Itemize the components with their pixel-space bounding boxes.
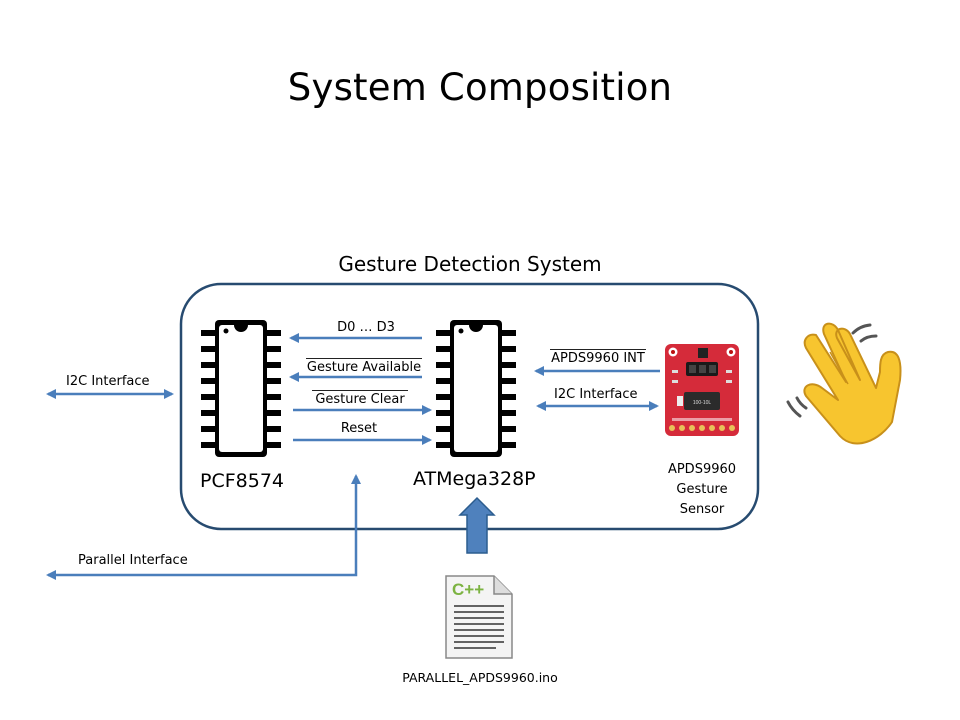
svg-text:100-10L: 100-10L	[693, 400, 712, 406]
reset-label: Reset	[340, 421, 378, 436]
i2c-left-label: I2C Interface	[66, 374, 150, 389]
sensor-label-line1: APDS9960	[667, 462, 737, 477]
i2c-right-label: I2C Interface	[554, 387, 638, 402]
parallel-arrow	[46, 474, 361, 580]
apds-int-label: APDS9960 INT	[550, 349, 646, 366]
waving-hand-icon	[786, 322, 902, 445]
cpp-icon-text: C++	[452, 580, 485, 599]
system-title: Gesture Detection System	[338, 252, 602, 276]
sensor-label-line3: Sensor	[679, 502, 725, 517]
d0-d3-label: D0 … D3	[337, 320, 395, 335]
gesture-clear-label: Gesture Clear	[312, 390, 408, 407]
pcf8574-label: PCF8574	[200, 470, 285, 492]
file-name-label: PARALLEL_APDS9960.ino	[402, 670, 558, 685]
gesture-available-label: Gesture Available	[306, 358, 422, 375]
pcf8574-chip-icon	[201, 320, 281, 457]
atmega328p-label: ATMega328P	[413, 468, 536, 490]
sensor-board-icon: 100-10L	[665, 344, 739, 436]
sensor-label: APDS9960 Gesture Sensor	[652, 460, 752, 520]
upload-block-arrow	[458, 496, 496, 554]
parallel-label: Parallel Interface	[78, 553, 188, 568]
sensor-label-line2: Gesture	[676, 482, 728, 497]
cpp-file-icon	[445, 575, 513, 659]
page-title: System Composition	[287, 66, 673, 109]
atmega328p-chip-icon	[436, 320, 516, 457]
